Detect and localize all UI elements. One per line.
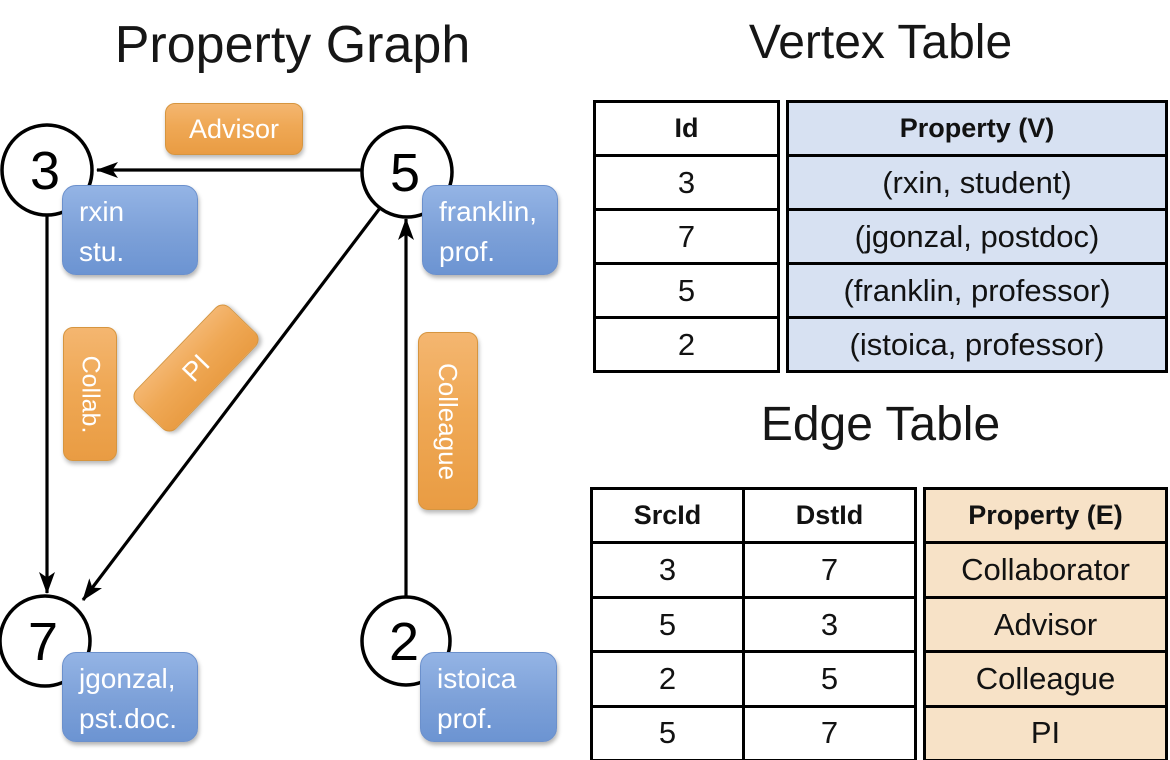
edge-property-cell: Colleague	[975, 660, 1116, 696]
edge-table-dstid-header: DstId	[742, 490, 914, 542]
vertex-table-title: Vertex Table	[748, 16, 1013, 69]
vertex-id-cell: 3	[677, 164, 696, 200]
edge-label-advisor: Advisor	[165, 103, 303, 155]
edge-property-cell: PI	[1030, 715, 1061, 751]
vertex-property-cell: (rxin, student)	[882, 164, 1072, 200]
node-property-line1: jgonzal,	[79, 663, 176, 694]
vertex-property-cell: (franklin, professor)	[843, 272, 1111, 308]
edge-arrow-5-to-7	[81, 207, 382, 601]
vertex-table-id-header: Id	[674, 113, 699, 143]
vertex-id-cell: 2	[677, 326, 696, 362]
edge-label-colleague-text: Colleague	[433, 362, 464, 480]
node-property-line2: pst.doc.	[79, 702, 178, 734]
vertex-table-id-column: Id 3 7 5 2	[593, 100, 780, 373]
edge-srcid-cell: 2	[658, 660, 677, 696]
table-row: 2 5	[593, 650, 914, 705]
table-row: 5 3	[593, 595, 914, 651]
edge-label-advisor-text: Advisor	[188, 113, 280, 144]
node-property-box-5: franklin, prof.	[422, 185, 558, 275]
node-property-line1: rxin	[79, 196, 125, 227]
edge-srcid-cell: 5	[658, 715, 677, 751]
table-row: (istoica, professor)	[789, 316, 1165, 370]
property-graph-drawing: 3 5 7 2	[0, 123, 454, 688]
vertex-id-cell: 5	[677, 272, 696, 308]
edge-table-property-header: Property (E)	[968, 500, 1123, 531]
table-row: Advisor	[926, 595, 1165, 650]
vertex-table-property-column: Property (V) (rxin, student) (jgonzal, p…	[786, 100, 1168, 373]
vertex-id-cell: 7	[677, 218, 696, 254]
node-id-7: 7	[28, 612, 58, 672]
node-id-3: 3	[30, 141, 60, 201]
edge-property-cell: Collaborator	[961, 552, 1130, 588]
vertex-property-cell: (istoica, professor)	[849, 326, 1105, 362]
edge-label-pi-text: PI	[175, 348, 216, 388]
table-row: PI	[926, 704, 1165, 759]
edge-table-id-columns: SrcId DstId 3 7 5 3 2 5 5 7	[590, 487, 917, 760]
edge-dstid-cell: 7	[742, 707, 914, 760]
table-row: Colleague	[926, 650, 1165, 704]
vertex-table-property-header: Property (V)	[899, 113, 1055, 143]
edge-dstid-cell: 7	[742, 544, 914, 596]
vertex-property-cell: (jgonzal, postdoc)	[854, 218, 1100, 254]
node-property-box-3: rxin stu.	[62, 185, 198, 275]
node-property-line2: prof.	[437, 702, 494, 734]
edge-srcid-cell: 5	[658, 606, 677, 642]
edge-property-cell: Advisor	[993, 606, 1098, 642]
table-row: 3 7	[593, 541, 914, 596]
node-property-line2: stu.	[79, 235, 125, 267]
node-id-5: 5	[390, 143, 420, 203]
node-property-line1: istoica	[437, 663, 517, 694]
table-row: 3	[596, 154, 777, 208]
node-property-line2: prof.	[439, 235, 496, 267]
edge-table-srcid-header: SrcId	[633, 500, 702, 531]
table-row: 5	[596, 262, 777, 316]
property-graph-title: Property Graph	[114, 16, 471, 74]
edge-table-property-column: Property (E) Collaborator Advisor Collea…	[923, 487, 1168, 760]
node-property-line1: franklin,	[439, 196, 538, 227]
edge-label-collaborator: Collab.	[63, 327, 117, 461]
table-row: (rxin, student)	[789, 154, 1165, 208]
table-row: Collaborator	[926, 541, 1165, 595]
edge-label-colleague: Colleague	[418, 332, 478, 510]
node-id-2: 2	[389, 612, 419, 672]
node-property-box-2: istoica prof.	[420, 652, 557, 742]
table-row: 5 7	[593, 704, 914, 760]
edge-dstid-cell: 5	[742, 653, 914, 705]
table-row: 7	[596, 208, 777, 262]
edge-label-collaborator-text: Collab.	[76, 355, 105, 433]
edge-srcid-cell: 3	[658, 552, 677, 588]
table-row: (franklin, professor)	[789, 262, 1165, 316]
edge-table-title: Edge Table	[760, 398, 1001, 451]
table-row: 2	[596, 316, 777, 370]
edge-dstid-cell: 3	[742, 598, 914, 651]
table-row: (jgonzal, postdoc)	[789, 208, 1165, 262]
node-property-box-7: jgonzal, pst.doc.	[62, 652, 198, 742]
